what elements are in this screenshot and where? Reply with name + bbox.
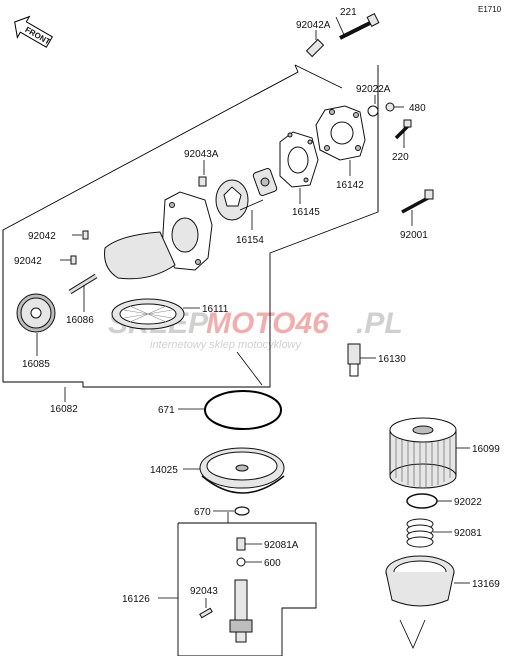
- part-670-o-ring: [234, 506, 250, 516]
- part-14025-pan: [199, 447, 285, 494]
- callout-92022A: 92022A: [356, 84, 391, 95]
- part-220-bolt: [394, 119, 412, 140]
- part-221-bolt: [339, 13, 380, 40]
- part-92081A-spring: [236, 537, 246, 551]
- callout-16099: 16099: [472, 444, 500, 455]
- callout-92042-1: 92042: [28, 231, 56, 242]
- part-671-o-ring: [204, 390, 282, 430]
- diagram-code: E1710: [478, 5, 502, 14]
- callout-92081: 92081: [454, 528, 482, 539]
- callout-16126: 16126: [122, 594, 150, 605]
- callout-92042-2: 92042: [14, 256, 42, 267]
- part-bypass-valve: [229, 579, 253, 643]
- part-92043A-pin: [198, 176, 207, 187]
- callout-92001: 92001: [400, 230, 428, 241]
- callout-16085: 16085: [22, 359, 50, 370]
- part-16111-screen: [111, 298, 185, 330]
- part-600-ball: [236, 557, 246, 567]
- part-92042A-sleeve: [305, 38, 325, 58]
- part-16085-gear: [16, 293, 56, 333]
- callout-220: 220: [392, 152, 409, 163]
- callout-16145: 16145: [292, 207, 320, 218]
- part-13169-cap: [385, 555, 455, 607]
- watermark-brand-2: MOTO46: [206, 307, 329, 340]
- callout-16142: 16142: [336, 180, 364, 191]
- callout-92042A: 92042A: [296, 20, 331, 31]
- callout-16111: 16111: [202, 304, 229, 315]
- callout-221: 221: [340, 7, 357, 18]
- callout-92022: 92022: [454, 497, 482, 508]
- part-92081-spring: [406, 518, 434, 548]
- callout-670: 670: [194, 507, 211, 518]
- callout-13169: 13169: [472, 579, 500, 590]
- callout-671: 671: [158, 405, 175, 416]
- assembly-outline-16126: [177, 522, 317, 656]
- part-16086-shaft: [68, 273, 98, 295]
- callout-14025: 14025: [150, 465, 178, 476]
- callout-16154: 16154: [236, 235, 264, 246]
- watermark-brand-3: .PL: [356, 307, 403, 340]
- callout-16130: 16130: [378, 354, 406, 365]
- part-92022A-washer: [367, 105, 379, 117]
- part-16099-oil-filter: [389, 417, 457, 489]
- part-92042-pin-2: [70, 255, 77, 265]
- watermark-tagline: internetowy sklep motocyklowy: [150, 339, 303, 351]
- part-92022-washer: [406, 493, 438, 509]
- callout-92043: 92043: [190, 586, 218, 597]
- callout-16086: 16086: [66, 315, 94, 326]
- part-16130-relief-valve: [347, 343, 361, 377]
- part-92042-pin-1: [82, 230, 89, 240]
- callout-92043A: 92043A: [184, 149, 219, 160]
- callout-92081A: 92081A: [264, 540, 299, 551]
- callout-16082: 16082: [50, 404, 78, 415]
- part-16154-rotor-set: [215, 167, 278, 221]
- callout-480: 480: [409, 103, 426, 114]
- part-92001-bolt: [401, 189, 434, 214]
- front-arrow-icon: FRONT: [14, 15, 54, 48]
- leader-lines: [36, 16, 470, 608]
- part-480-clip: [385, 102, 395, 112]
- part-92043-pin: [199, 607, 213, 619]
- assembly-outline-16082: [2, 64, 379, 388]
- callout-600: 600: [264, 558, 281, 569]
